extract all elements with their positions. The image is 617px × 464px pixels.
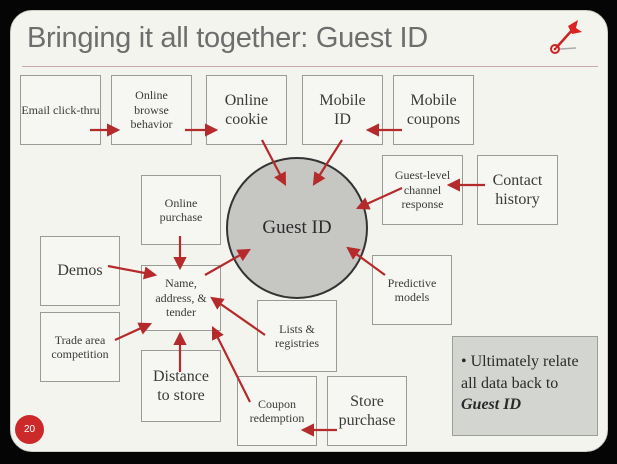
dart-logo-icon: [550, 20, 582, 54]
page-number-badge: 20: [15, 415, 44, 444]
box-online-browse-behavior: Online browse behavior: [111, 75, 192, 145]
callout-box: • Ultimately relate all data back to Gue…: [452, 336, 598, 436]
arrow-name-to-guest-id: [204, 248, 251, 276]
box-mobile-coupons: Mobile coupons: [393, 75, 474, 145]
arrow-coupon-to-name: [212, 326, 251, 403]
arrow-cookie-to-guest-id: [261, 139, 287, 186]
bullet: •: [461, 353, 467, 370]
arrow-predictive-to-guest-id: [346, 246, 386, 276]
box-contact-history: Contact history: [477, 155, 558, 225]
callout-text: Ultimately relate all data back to: [461, 353, 579, 392]
arrow-channel-response-to-guest-id: [355, 186, 403, 210]
box-demos: Demos: [40, 236, 120, 306]
guest-id-label: Guest ID: [262, 217, 332, 238]
box-lists-registries: Lists & registries: [257, 300, 337, 372]
box-predictive-models: Predictive models: [372, 255, 452, 325]
box-online-cookie: Online cookie: [206, 75, 287, 145]
box-online-purchase: Online purchase: [141, 175, 221, 245]
arrow-demos-to-name: [107, 264, 158, 280]
title-divider: [22, 66, 598, 67]
arrow-lists-to-name: [210, 296, 266, 336]
box-trade-area-competition: Trade area competition: [40, 312, 120, 382]
box-store-purchase: Store purchase: [327, 376, 407, 446]
arrow-mobile-id-to-guest-id: [312, 139, 343, 186]
callout-emphasis: Guest ID: [461, 396, 522, 414]
guest-id-circle: Guest ID: [226, 157, 368, 299]
arrow-trade-area-to-name: [114, 322, 153, 342]
slide-title: Bringing it all together: Guest ID: [27, 22, 428, 54]
box-email-click-thru: Email click-thru: [20, 75, 101, 145]
